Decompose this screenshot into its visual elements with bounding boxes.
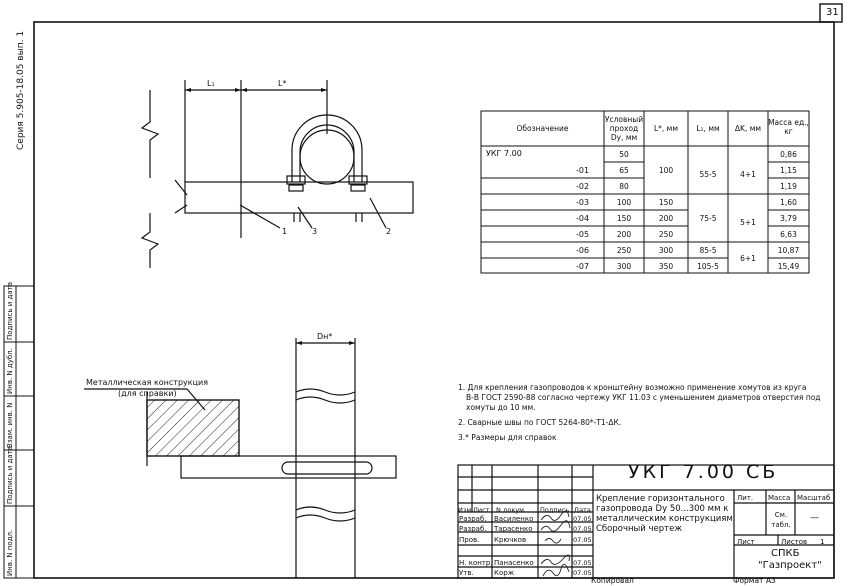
l1-group: 85-5 xyxy=(699,246,717,255)
th-lstar: L*, мм xyxy=(653,124,678,133)
h-podp: Подпись xyxy=(540,506,570,514)
row-dy: 300 xyxy=(616,262,632,271)
dim-l1: L₁ xyxy=(207,79,215,88)
row-mass: 1,19 xyxy=(780,182,797,191)
r3-name: Крючков xyxy=(494,536,527,544)
footer-kopiroval: Копировал xyxy=(591,576,634,585)
tb-org-1: СПКБ xyxy=(771,548,800,559)
row-dy: 65 xyxy=(619,166,629,175)
tb-sheets-value: 1 xyxy=(820,538,825,546)
doc-name-1: Крепление горизонтального xyxy=(596,494,725,504)
tb-org-2: "Газпроект" xyxy=(758,560,822,571)
row-mass: 0,86 xyxy=(780,150,797,159)
row-mass: 6,63 xyxy=(780,230,797,239)
r2-date: 07.05 xyxy=(573,525,592,533)
row-mass: 1,60 xyxy=(780,198,797,207)
row-dy: 100 xyxy=(616,198,632,207)
tb-mass-value: См. табл. xyxy=(771,511,791,529)
lstar-group: 150 xyxy=(658,198,674,207)
th-mass: Масса ед., кг xyxy=(768,118,809,136)
note-1c: хомуты до 10 мм. xyxy=(466,403,536,412)
row-des: -02 xyxy=(576,182,590,191)
th-designation: Обозначение xyxy=(516,124,569,133)
row-des: -04 xyxy=(576,214,590,223)
dim-dn: Dн* xyxy=(317,332,333,341)
th-l1: L₁, мм xyxy=(696,124,720,133)
row-mass: 10,87 xyxy=(777,246,800,255)
row-mass: 3,79 xyxy=(780,214,797,223)
tb-sheets: Листов xyxy=(781,538,808,546)
l1-group: 105-5 xyxy=(697,262,719,271)
r1-date: 07.05 xyxy=(573,515,592,523)
row-mass: 15,49 xyxy=(777,262,800,271)
callout-1: 1 xyxy=(282,227,288,236)
tb-sheet: Лист xyxy=(737,538,755,546)
th-dk: ΔK, мм xyxy=(734,124,762,133)
tb-lit: Лит. xyxy=(737,494,754,502)
r3-date: 07.05 xyxy=(573,536,592,544)
lstar-group: 250 xyxy=(658,230,674,239)
h-izm: Изм. xyxy=(458,506,474,514)
r2-name: Тарасенко xyxy=(494,525,533,533)
lstar-group: 200 xyxy=(658,214,674,223)
r2-role: Разраб. xyxy=(459,525,487,533)
row-des: -07 xyxy=(576,262,590,271)
tb-scale-value: — xyxy=(810,513,819,523)
doc-code: УКГ 7.00 СБ xyxy=(628,461,779,483)
row-des: -06 xyxy=(576,246,590,255)
th-dy: Условный проход Dy, мм xyxy=(604,115,644,142)
callout-3: 3 xyxy=(312,227,318,236)
dk-group: 4+1 xyxy=(740,170,756,179)
dk-group: 6+1 xyxy=(740,254,756,263)
dk-group: 5+1 xyxy=(740,218,756,227)
r1-role: Разраб. xyxy=(459,515,487,523)
lstar-group: 350 xyxy=(658,262,674,271)
row-dy: 150 xyxy=(616,214,632,223)
row-des: -03 xyxy=(576,198,590,207)
h-list: Лист xyxy=(473,506,490,514)
r1-name: Василенко xyxy=(494,515,534,523)
metal-structure-label: Металлическая конструкция xyxy=(86,378,209,387)
for-reference-label: (для справки) xyxy=(118,389,177,398)
row-dy: 200 xyxy=(616,230,632,239)
note-1: 1. Для крепления газопроводов к кронштей… xyxy=(458,383,807,392)
callout-2: 2 xyxy=(386,227,392,236)
sheet-number: 31 xyxy=(826,7,839,18)
row-mass: 1,15 xyxy=(780,166,797,175)
row-dy: 250 xyxy=(616,246,632,255)
note-2: 2. Сварные швы по ГОСТ 5264-80*-Т1-ΔК. xyxy=(458,418,622,427)
note-3: 3.* Размеры для справок xyxy=(458,433,557,442)
r4-name: Панасенко xyxy=(494,559,534,567)
row-des: -01 xyxy=(576,166,590,175)
note-1b: В-В ГОСТ 2590-88 согласно чертежу УКГ 11… xyxy=(466,393,821,402)
r4-role: Н. контр. xyxy=(459,559,493,567)
r5-date: 07.05 xyxy=(573,569,592,577)
footer-format: Формат А3 xyxy=(733,576,776,585)
row-des: УКГ 7.00 xyxy=(486,149,522,158)
row-dy: 80 xyxy=(619,182,629,191)
l1-group: 55-5 xyxy=(699,170,717,179)
r3-role: Пров. xyxy=(459,536,480,544)
row-des: -05 xyxy=(576,230,590,239)
doc-name-2: газопровода Dy 50...300 мм к xyxy=(596,504,729,514)
r5-name: Корж xyxy=(494,569,515,577)
row-dy: 50 xyxy=(619,150,629,159)
tb-masshtab: Масштаб xyxy=(797,494,831,502)
h-ndok: N докум. xyxy=(496,506,527,514)
lstar-group: 300 xyxy=(658,246,674,255)
r5-role: Утв. xyxy=(459,569,474,577)
doc-name-4: Сборочный чертеж xyxy=(596,524,682,534)
dim-lstar: L* xyxy=(278,79,287,88)
r4-date: 07.05 xyxy=(573,559,592,567)
h-data: Дата xyxy=(574,506,591,514)
l1-group: 75-5 xyxy=(699,214,717,223)
tb-massa: Масса xyxy=(768,494,791,502)
lstar-group: 100 xyxy=(658,166,674,175)
doc-name-3: металлическим конструкциям. xyxy=(596,514,736,524)
